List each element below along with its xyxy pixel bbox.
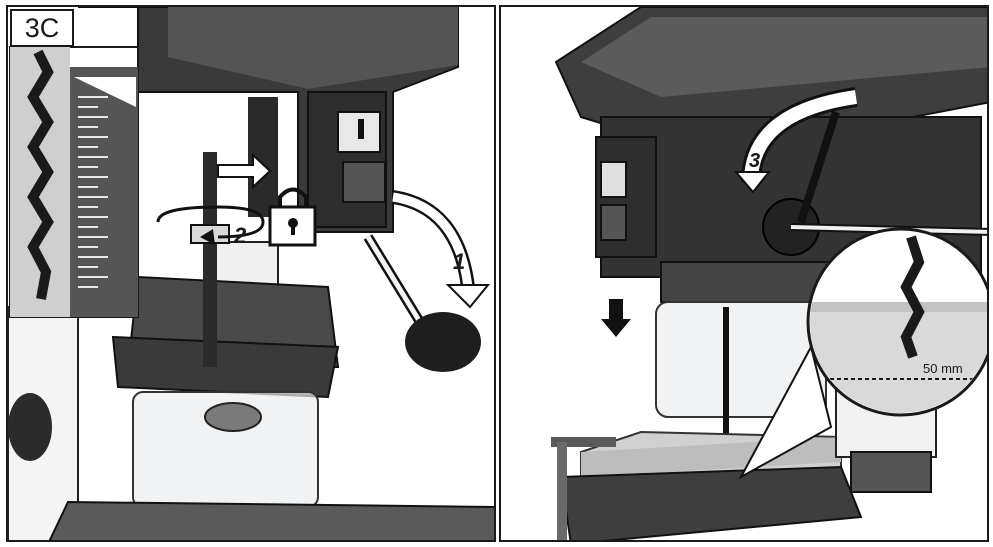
lever-arrow-head	[445, 284, 491, 309]
switch-off	[342, 161, 386, 203]
rotate-arrow-icon	[733, 171, 772, 194]
lever-knob	[405, 312, 481, 372]
chuck	[204, 402, 262, 432]
right-panel: 3 50 mm	[499, 5, 989, 542]
turn-arrow-icon	[217, 152, 272, 190]
rotate-arrow-head	[200, 229, 215, 245]
step-number-1: 1	[453, 249, 465, 274]
drill-table	[559, 465, 863, 540]
left-illustration: 2 1	[8, 7, 494, 540]
handle-knob	[8, 393, 52, 461]
inset-pointer	[74, 77, 136, 107]
rotate-arrow-icon	[156, 205, 265, 239]
right-illustration: 3 50 mm	[551, 7, 987, 540]
step-number-3: 3	[749, 150, 760, 172]
guard-mount	[111, 335, 340, 399]
inset-scale	[70, 67, 138, 317]
housing-top	[581, 17, 987, 97]
switch-on	[600, 161, 627, 198]
depth-stop-rod	[203, 152, 217, 367]
switch-on-mark	[358, 119, 364, 139]
switch-off	[600, 204, 627, 241]
feed-lever-2	[797, 110, 840, 224]
drill-table	[48, 500, 494, 540]
drill-bit-zoom	[900, 235, 925, 359]
left-panel: 2 1 3C	[6, 5, 496, 542]
column-clamp	[850, 451, 932, 493]
down-arrow-icon	[601, 299, 631, 337]
lock-icon	[268, 187, 317, 247]
callout-pointer	[738, 344, 833, 480]
step-label: 3C	[10, 9, 74, 47]
inset-scale-ticks	[78, 96, 108, 288]
drill-bit	[27, 49, 54, 300]
housing-top	[168, 7, 458, 89]
step-number-2: 2	[233, 223, 247, 248]
clamp-bar	[551, 437, 616, 447]
clamp-post	[557, 442, 567, 540]
depth-label: 50 mm	[923, 361, 963, 376]
